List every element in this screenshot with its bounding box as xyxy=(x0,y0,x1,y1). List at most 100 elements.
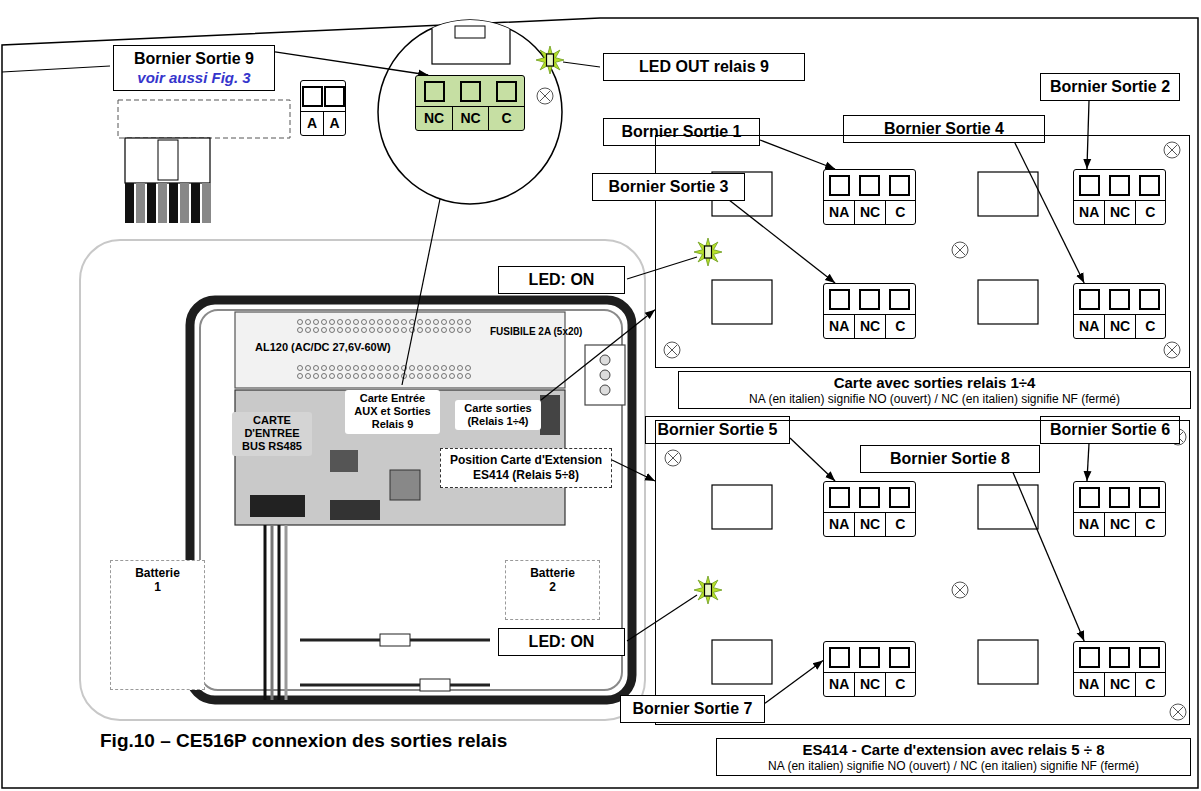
psu-dot xyxy=(442,328,447,333)
screw-cross xyxy=(1167,145,1177,155)
terminal-name: C xyxy=(1135,200,1165,224)
callout-box: Bornier Sortie 9voir aussi Fig. 3 xyxy=(113,45,275,91)
psu-dot xyxy=(306,328,311,333)
psu-dot xyxy=(362,374,367,379)
led-symbol xyxy=(547,54,554,66)
psu-dot xyxy=(418,366,423,371)
terminal-name: C xyxy=(885,314,915,338)
connector-wire xyxy=(125,183,134,223)
terminal-name: C xyxy=(1135,512,1165,536)
housing-outline xyxy=(80,240,645,720)
psu-dot xyxy=(418,374,423,379)
psu-dot xyxy=(354,320,359,325)
psu-dot xyxy=(418,320,423,325)
psu-dot xyxy=(314,328,319,333)
callout-box: Bornier Sortie 8 xyxy=(860,445,1040,473)
connector-wire xyxy=(147,183,156,223)
terminal-cell xyxy=(1104,170,1134,200)
connector-wire xyxy=(169,183,178,223)
terminal-block: AA xyxy=(300,80,346,136)
callout-box: LED: ON xyxy=(498,628,625,656)
leader-line xyxy=(627,257,697,279)
led-symbol xyxy=(705,584,712,596)
terminal-cell xyxy=(301,81,323,111)
psu-dot xyxy=(386,374,391,379)
led-symbol xyxy=(705,246,712,258)
terminal-screw xyxy=(1139,647,1160,668)
terminal-block: NCNCC xyxy=(415,75,525,131)
wire xyxy=(271,525,274,700)
terminal-cell xyxy=(824,170,854,200)
terminal-screw xyxy=(1079,289,1100,310)
screw-symbol xyxy=(1164,342,1180,358)
psu-dot xyxy=(386,328,391,333)
psu-dot xyxy=(338,320,343,325)
terminal-screw xyxy=(889,289,910,310)
leader-arrow xyxy=(730,201,835,283)
screw-cross xyxy=(955,585,965,595)
terminal-screw xyxy=(460,81,481,102)
psu-dot xyxy=(306,374,311,379)
relay-body xyxy=(978,280,1038,324)
psu-dot xyxy=(442,320,447,325)
card-caption: Carte avec sorties relais 1÷4 xyxy=(685,374,1184,392)
board-component xyxy=(330,450,358,472)
terminal-name: NC xyxy=(854,314,884,338)
terminal-cell xyxy=(824,482,854,512)
terminal-screw xyxy=(424,81,445,102)
relay-card: Carte avec sorties relais 1÷4NA (en ital… xyxy=(655,135,1190,368)
psu-dot xyxy=(354,328,359,333)
screw-symbol xyxy=(952,582,968,598)
board-label: Carte sorties (Relais 1÷4) xyxy=(455,400,541,430)
psu-dot xyxy=(306,366,311,371)
magnifier-content xyxy=(432,18,510,64)
psu-dot xyxy=(394,374,399,379)
led-glow xyxy=(536,46,564,74)
connector-body xyxy=(125,138,210,183)
psu-dot xyxy=(338,328,343,333)
wire xyxy=(285,525,288,700)
callout-text: Bornier Sortie 8 xyxy=(870,449,1030,469)
terminal-name: NA xyxy=(1074,672,1104,696)
callout-text: Bornier Sortie 3 xyxy=(602,177,735,197)
terminal-cell xyxy=(416,76,452,106)
psu-dot xyxy=(402,320,407,325)
psu-dot xyxy=(434,328,439,333)
terminal-screw xyxy=(889,487,910,508)
terminal-screw xyxy=(829,289,850,310)
psu-dot xyxy=(402,328,407,333)
psu-dot xyxy=(314,374,319,379)
psu-dot xyxy=(330,320,335,325)
psu-dot xyxy=(298,320,303,325)
psu-dot xyxy=(362,328,367,333)
connector-wire xyxy=(136,183,145,223)
psu-dot xyxy=(330,366,335,371)
terminal-name: A xyxy=(323,111,345,135)
terminal-screw xyxy=(889,175,910,196)
terminal-cell xyxy=(1135,482,1165,512)
screw-symbol xyxy=(664,342,680,358)
connector-outline xyxy=(118,100,290,138)
relay-body xyxy=(978,640,1038,684)
psu-dot xyxy=(362,320,367,325)
leader-arrow xyxy=(1087,444,1089,481)
callout-box: LED: ON xyxy=(498,266,625,294)
terminal-cell xyxy=(1104,482,1134,512)
terminal-name: NC xyxy=(854,200,884,224)
terminal-cell xyxy=(1135,170,1165,200)
battery-text: Batterie 1 xyxy=(135,566,180,595)
terminal-block: NANCC xyxy=(1073,283,1166,339)
psu-dot xyxy=(346,366,351,371)
psu-dot xyxy=(434,366,439,371)
psu-dot xyxy=(426,328,431,333)
battery-area: Batterie 2 xyxy=(505,560,600,620)
leader-arrow xyxy=(790,438,835,481)
leader-arrow xyxy=(275,52,428,75)
callout-text: Bornier Sortie 2 xyxy=(1050,77,1170,97)
terminal-screw xyxy=(1139,487,1160,508)
wire-connector xyxy=(420,679,450,691)
card-caption: NA (en italien) signifie NO (ouvert) / N… xyxy=(685,392,1184,406)
psu-dot xyxy=(370,366,375,371)
screw-cross xyxy=(1173,707,1183,717)
